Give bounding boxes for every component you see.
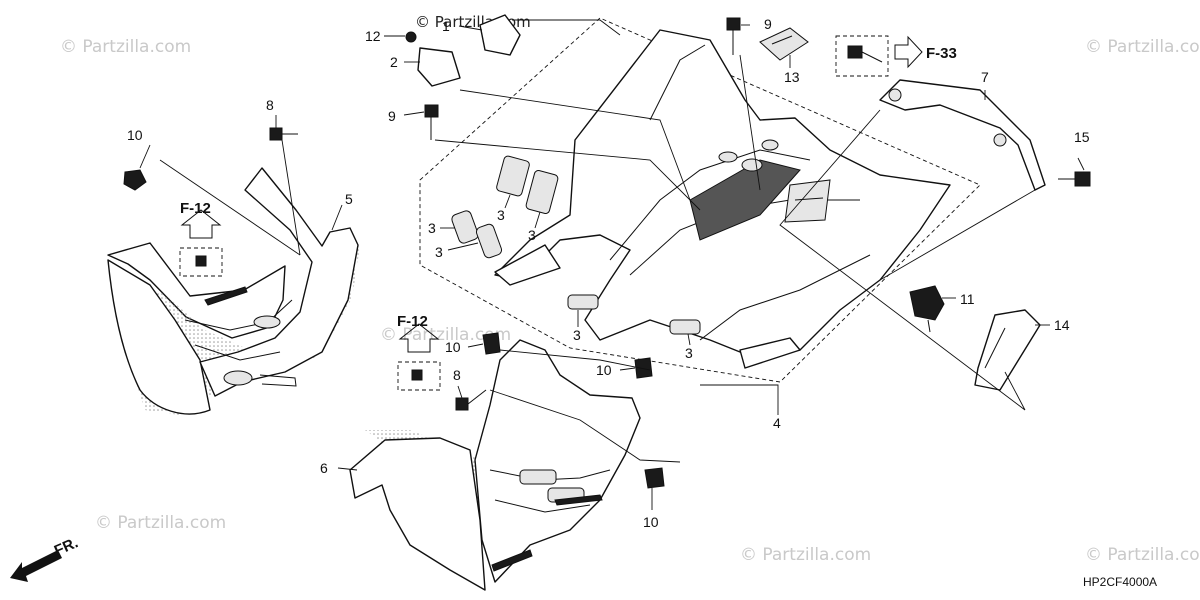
clip-part-center-left (482, 332, 501, 355)
callout-3-c: 3 (497, 207, 505, 223)
callout-13: 13 (784, 69, 800, 85)
callout-10-center-left: 10 (445, 339, 461, 355)
callout-3-a: 3 (428, 220, 436, 236)
callout-15: 15 (1074, 129, 1090, 145)
callout-8-right: 8 (453, 367, 461, 383)
callout-1: 1 (442, 18, 450, 34)
callout-10-bottom: 10 (643, 514, 659, 530)
ref-f12-right: F-12 (397, 313, 428, 330)
bolt-part-8-left (269, 127, 298, 141)
watermark-mid-center: © Partzilla.com (380, 325, 511, 345)
right-rear-fender-part (349, 339, 641, 591)
watermark-top-left: © Partzilla.com (60, 37, 191, 57)
callout-3-b: 3 (435, 244, 443, 260)
clip-part-center (634, 357, 653, 379)
grab-bar-part (879, 79, 1046, 191)
callout-3-f: 3 (685, 345, 693, 361)
callout-3-e: 3 (573, 327, 581, 343)
callout-14: 14 (1054, 317, 1070, 333)
clip-part-left (123, 169, 147, 191)
ref-f12-left: F-12 (180, 200, 211, 217)
callout-12: 12 (365, 28, 381, 44)
f12-bolt-part-left (179, 247, 223, 277)
callout-6: 6 (320, 460, 328, 476)
callout-11: 11 (960, 291, 975, 307)
callout-5: 5 (345, 191, 353, 207)
watermark-bottom-center: © Partzilla.com (740, 545, 871, 565)
front-indicator-label: FR. (52, 534, 81, 559)
callout-10-left: 10 (127, 127, 143, 143)
clamp-part (405, 14, 521, 87)
rubber-strap-part-right (974, 309, 1041, 391)
callout-9-left: 9 (388, 108, 396, 124)
callout-8-left: 8 (266, 97, 274, 113)
watermark-mid-left: © Partzilla.com (95, 513, 226, 533)
callout-4: 4 (773, 415, 781, 431)
callout-10-center: 10 (596, 362, 612, 378)
left-rear-fender-part (107, 167, 360, 415)
callout-2: 2 (390, 54, 398, 70)
leader-lines (139, 19, 1085, 510)
ref-f33: F-33 (926, 45, 957, 62)
bolt-part-top (726, 17, 741, 55)
grommet-part (909, 285, 945, 333)
f12-arrow-left (180, 209, 222, 239)
bolt-part-left (424, 104, 439, 140)
watermark-bottom-right: © Partzilla.com (1085, 545, 1200, 565)
callout-9-top: 9 (764, 16, 772, 32)
bolt-part-15 (1058, 171, 1091, 187)
callout-7: 7 (981, 69, 989, 85)
f12-bolt-part-right (397, 361, 441, 391)
clip-part-bottom (644, 467, 665, 489)
callout-3-d: 3 (528, 227, 536, 243)
diagram-code: HP2CF4000A (1083, 575, 1157, 589)
f33-bolt-part (835, 35, 889, 77)
bolt-part-8-right (455, 389, 487, 411)
f12-arrow-right (398, 323, 440, 353)
f33-arrow (894, 35, 923, 69)
rubber-strap-part-top (759, 27, 809, 61)
front-arrow-icon (10, 550, 62, 582)
watermark-top-right: © Partzilla.com (1085, 37, 1200, 57)
